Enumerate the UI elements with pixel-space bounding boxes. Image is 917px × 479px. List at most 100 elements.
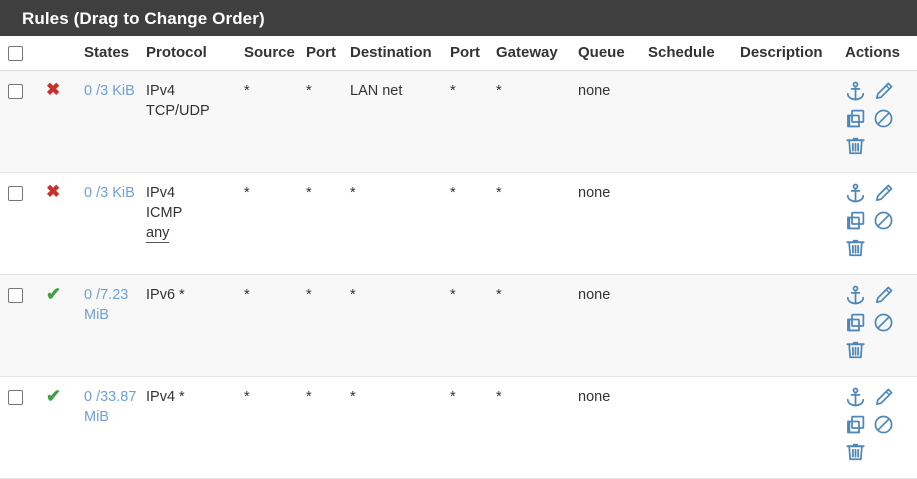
column-header-description: Description <box>740 36 845 72</box>
row-action-group[interactable] <box>845 183 917 264</box>
queue-cell: none <box>578 274 648 378</box>
states-cell[interactable]: 0 /3 KiB <box>84 70 146 174</box>
actions-cell[interactable] <box>845 70 917 174</box>
queue-cell: none <box>578 376 648 479</box>
copy-icon[interactable] <box>845 108 866 129</box>
source-cell: * <box>244 172 306 276</box>
column-header-select-all[interactable] <box>0 36 46 72</box>
protocol-icmp-type[interactable]: any <box>146 225 170 243</box>
panel-header: Rules (Drag to Change Order) <box>0 0 917 36</box>
rules-table: States Protocol Source Port Destination … <box>0 36 917 479</box>
states-cell[interactable]: 0 /7.23 MiB <box>84 274 146 378</box>
queue-cell: none <box>578 70 648 174</box>
trash-icon[interactable] <box>845 441 866 462</box>
ban-icon[interactable] <box>873 108 894 129</box>
row-checkbox[interactable] <box>8 287 23 303</box>
schedule-cell <box>648 70 740 174</box>
trash-icon[interactable] <box>845 135 866 156</box>
row-action-group[interactable] <box>845 81 917 162</box>
destination-cell: * <box>350 274 450 378</box>
states-link[interactable]: 0 /3 KiB <box>84 185 135 202</box>
description-cell <box>740 376 845 479</box>
copy-icon[interactable] <box>845 210 866 231</box>
column-header-schedule: Schedule <box>648 36 740 72</box>
ban-icon[interactable] <box>873 414 894 435</box>
states-cell[interactable]: 0 /3 KiB <box>84 172 146 276</box>
source-port-cell: * <box>306 376 350 479</box>
destination-cell: * <box>350 376 450 479</box>
states-link[interactable]: 0 /7.23 MiB <box>84 287 129 324</box>
anchor-icon[interactable] <box>845 285 866 306</box>
row-action-group[interactable] <box>845 285 917 366</box>
destination-cell: * <box>350 172 450 276</box>
protocol-line: IPv4 <box>146 83 176 100</box>
actions-cell[interactable] <box>845 274 917 378</box>
actions-cell[interactable] <box>845 172 917 276</box>
page-title: Rules (Drag to Change Order) <box>22 8 265 28</box>
ban-icon[interactable] <box>873 312 894 333</box>
trash-icon[interactable] <box>845 339 866 360</box>
source-port-cell: * <box>306 274 350 378</box>
schedule-cell <box>648 376 740 479</box>
copy-icon[interactable] <box>845 414 866 435</box>
row-action-group[interactable] <box>845 387 917 468</box>
row-checkbox[interactable] <box>8 83 23 99</box>
anchor-icon[interactable] <box>845 387 866 408</box>
red-x-icon[interactable]: ✖ <box>46 182 61 202</box>
column-header-source-port: Port <box>306 36 350 72</box>
gateway-cell: * <box>496 172 578 276</box>
description-cell <box>740 274 845 378</box>
pencil-icon[interactable] <box>873 81 894 102</box>
status-cell[interactable]: ✔ <box>46 376 84 479</box>
row-checkbox[interactable] <box>8 389 23 405</box>
row-checkbox[interactable] <box>8 185 23 201</box>
table-header-row: States Protocol Source Port Destination … <box>0 36 917 72</box>
green-check-icon[interactable]: ✔ <box>46 386 62 407</box>
row-select-cell[interactable] <box>0 70 46 174</box>
protocol-cell: IPv4 * <box>146 376 244 479</box>
actions-cell[interactable] <box>845 376 917 479</box>
states-cell[interactable]: 0 /33.87 MiB <box>84 376 146 479</box>
red-x-icon[interactable]: ✖ <box>46 80 61 100</box>
source-cell: * <box>244 70 306 174</box>
gateway-cell: * <box>496 376 578 479</box>
pencil-icon[interactable] <box>873 387 894 408</box>
protocol-line: IPv4 * <box>146 389 185 406</box>
ban-icon[interactable] <box>873 210 894 231</box>
column-header-destination: Destination <box>350 36 450 72</box>
dest-port-cell: * <box>450 274 496 378</box>
column-header-source: Source <box>244 36 306 72</box>
column-header-protocol: Protocol <box>146 36 244 72</box>
protocol-line: IPv4 <box>146 185 176 202</box>
row-select-cell[interactable] <box>0 172 46 276</box>
status-cell[interactable]: ✖ <box>46 70 84 174</box>
anchor-icon[interactable] <box>845 81 866 102</box>
status-cell[interactable]: ✖ <box>46 172 84 276</box>
row-select-cell[interactable] <box>0 376 46 479</box>
trash-icon[interactable] <box>845 237 866 258</box>
select-all-checkbox[interactable] <box>8 46 23 62</box>
row-select-cell[interactable] <box>0 274 46 378</box>
pencil-icon[interactable] <box>873 183 894 204</box>
table-header: States Protocol Source Port Destination … <box>0 36 917 72</box>
description-cell <box>740 172 845 276</box>
states-link[interactable]: 0 /33.87 MiB <box>84 389 137 426</box>
anchor-icon[interactable] <box>845 183 866 204</box>
states-link[interactable]: 0 /3 KiB <box>84 83 135 100</box>
status-cell[interactable]: ✔ <box>46 274 84 378</box>
column-header-dest-port: Port <box>450 36 496 72</box>
destination-cell: LAN net <box>350 70 450 174</box>
copy-icon[interactable] <box>845 312 866 333</box>
source-cell: * <box>244 376 306 479</box>
pencil-icon[interactable] <box>873 285 894 306</box>
gateway-cell: * <box>496 70 578 174</box>
green-check-icon[interactable]: ✔ <box>46 284 62 305</box>
description-cell <box>740 70 845 174</box>
